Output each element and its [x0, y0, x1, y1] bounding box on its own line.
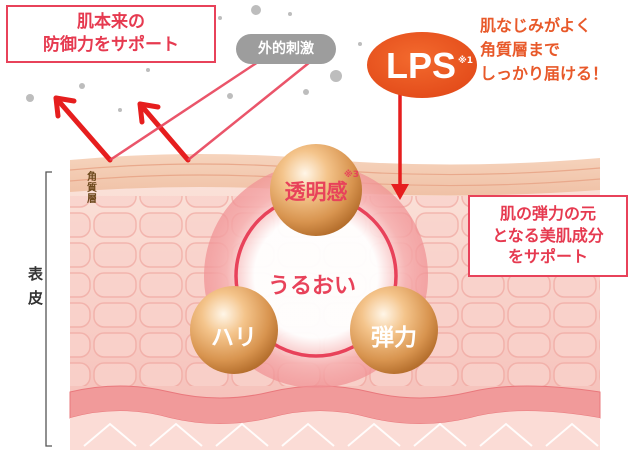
lps-arrow: [391, 94, 409, 200]
lps-badge: [367, 32, 477, 98]
dermis: [70, 411, 600, 450]
lps-description-line2: 角質層まで: [480, 40, 561, 59]
stimulus-particles: [16, 5, 362, 112]
elasticity-callout-line1: 肌の弾力の元: [499, 204, 596, 223]
moisture-label: うるおい: [267, 274, 356, 299]
clarity-note-mark: ※3: [344, 170, 360, 180]
epidermis-label: 表皮: [28, 265, 44, 307]
stratum-corneum-label: 角質層: [87, 172, 97, 205]
lps-description-line1: 肌なじみがよく: [480, 16, 592, 35]
firmness-label: ハリ: [211, 325, 257, 351]
external-stimulus-label: 外的刺激: [236, 34, 336, 64]
elasticity-label: 弾力: [371, 325, 417, 351]
clarity-label: 透明感: [284, 180, 348, 204]
defense-callout-line2: 防御力をサポート: [43, 34, 179, 55]
defense-arrow-left: [53, 95, 113, 163]
elasticity-callout: 肌の弾力の元 となる美肌成分 をサポート: [468, 195, 628, 277]
pearl-firmness: [190, 286, 278, 374]
pearl-clarity: [270, 144, 362, 236]
lps-description: 肌なじみがよく 角質層まで しっかり届ける！: [480, 14, 636, 86]
lps-note-mark: ※1: [458, 56, 474, 66]
defense-callout: 肌本来の 防御力をサポート: [6, 5, 216, 63]
defense-callout-line1: 肌本来の: [77, 12, 145, 32]
lps-description-line3: しっかり届ける！: [480, 64, 609, 83]
pearl-elasticity: [350, 286, 438, 374]
defense-arrow-right: [137, 101, 191, 163]
lps-label: LPS: [385, 45, 456, 86]
elasticity-callout-line3: をサポート: [507, 247, 588, 267]
defense-connector: [109, 52, 311, 162]
epidermis-bracket: [45, 171, 52, 447]
elasticity-callout-line2: となる美肌成分: [492, 225, 604, 245]
defense-arrows: [53, 95, 191, 163]
